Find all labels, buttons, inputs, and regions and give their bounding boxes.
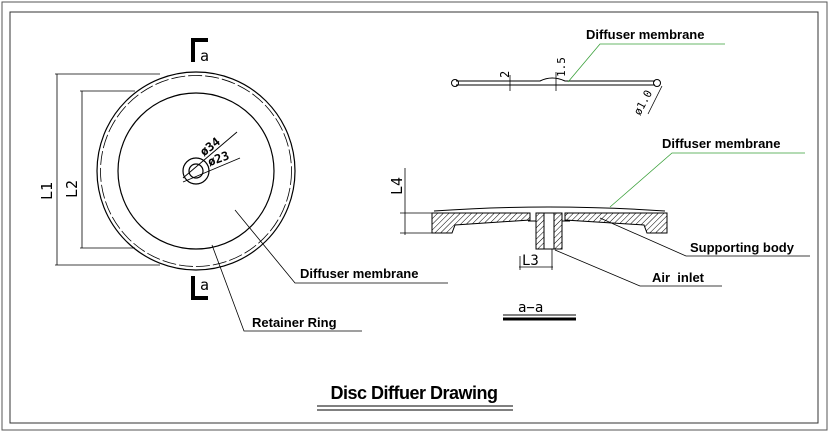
dim-thickness: 2 xyxy=(498,71,512,78)
leader-supporting-body xyxy=(599,217,810,257)
leader-plan-membrane xyxy=(234,209,448,284)
body-right-half xyxy=(564,212,668,234)
membrane-profile-top xyxy=(456,77,655,82)
dim-l2-label: L2 xyxy=(63,180,81,198)
membrane-section xyxy=(433,206,666,212)
dim-inner-diameter: ø23 xyxy=(206,148,231,169)
label-retainer-ring: Retainer Ring xyxy=(252,315,337,330)
leader-section-membrane xyxy=(609,152,805,208)
plan-view: ø34 ø23 L1 L2 a a Diffuser membrane Reta… xyxy=(38,38,448,332)
membrane-bead-left xyxy=(451,79,459,87)
dim-leader-outer xyxy=(182,131,238,179)
dim-l3-label: L3 xyxy=(522,253,539,269)
label-air-inlet: Air inlet xyxy=(652,270,705,285)
leader-detail-membrane xyxy=(567,43,725,83)
dim-leader-inner xyxy=(182,157,241,183)
dim-bead: ø1.0 xyxy=(631,88,655,118)
leader-air-inlet xyxy=(554,249,722,287)
membrane-bead-right xyxy=(653,79,661,87)
section-mark-bottom: a xyxy=(200,276,209,294)
section-marker-top xyxy=(191,38,208,62)
dim-l4-label: L4 xyxy=(388,177,406,195)
membrane-detail: 2 1.5 ø1.0 Diffuser membrane xyxy=(451,27,725,118)
leader-retainer-ring xyxy=(211,244,362,332)
body-left-half xyxy=(431,212,531,234)
air-inlet-bore xyxy=(543,212,555,250)
inner-frame xyxy=(9,11,819,424)
dim-lip: 1.5 xyxy=(555,57,568,77)
section-mark-top: a xyxy=(200,47,209,65)
hub-inner xyxy=(188,163,204,179)
label-section-membrane: Diffuser membrane xyxy=(662,136,780,151)
dim-l1-label: L1 xyxy=(38,182,56,200)
label-detail-membrane: Diffuser membrane xyxy=(586,27,704,42)
label-plan-membrane: Diffuser membrane xyxy=(300,266,418,281)
retainer-ring-outer xyxy=(96,71,296,271)
membrane-edge xyxy=(117,92,275,250)
label-supporting-body: Supporting body xyxy=(690,240,795,255)
drawing-title: Disc Diffuer Drawing xyxy=(330,383,497,403)
retainer-ring-inner xyxy=(100,75,292,267)
section-title: a−a xyxy=(518,300,543,316)
section-view: L4 L3 Diffuser membrane Supporting body … xyxy=(388,136,810,321)
dim-bead-leader xyxy=(647,85,663,115)
section-marker-bottom xyxy=(191,276,208,300)
